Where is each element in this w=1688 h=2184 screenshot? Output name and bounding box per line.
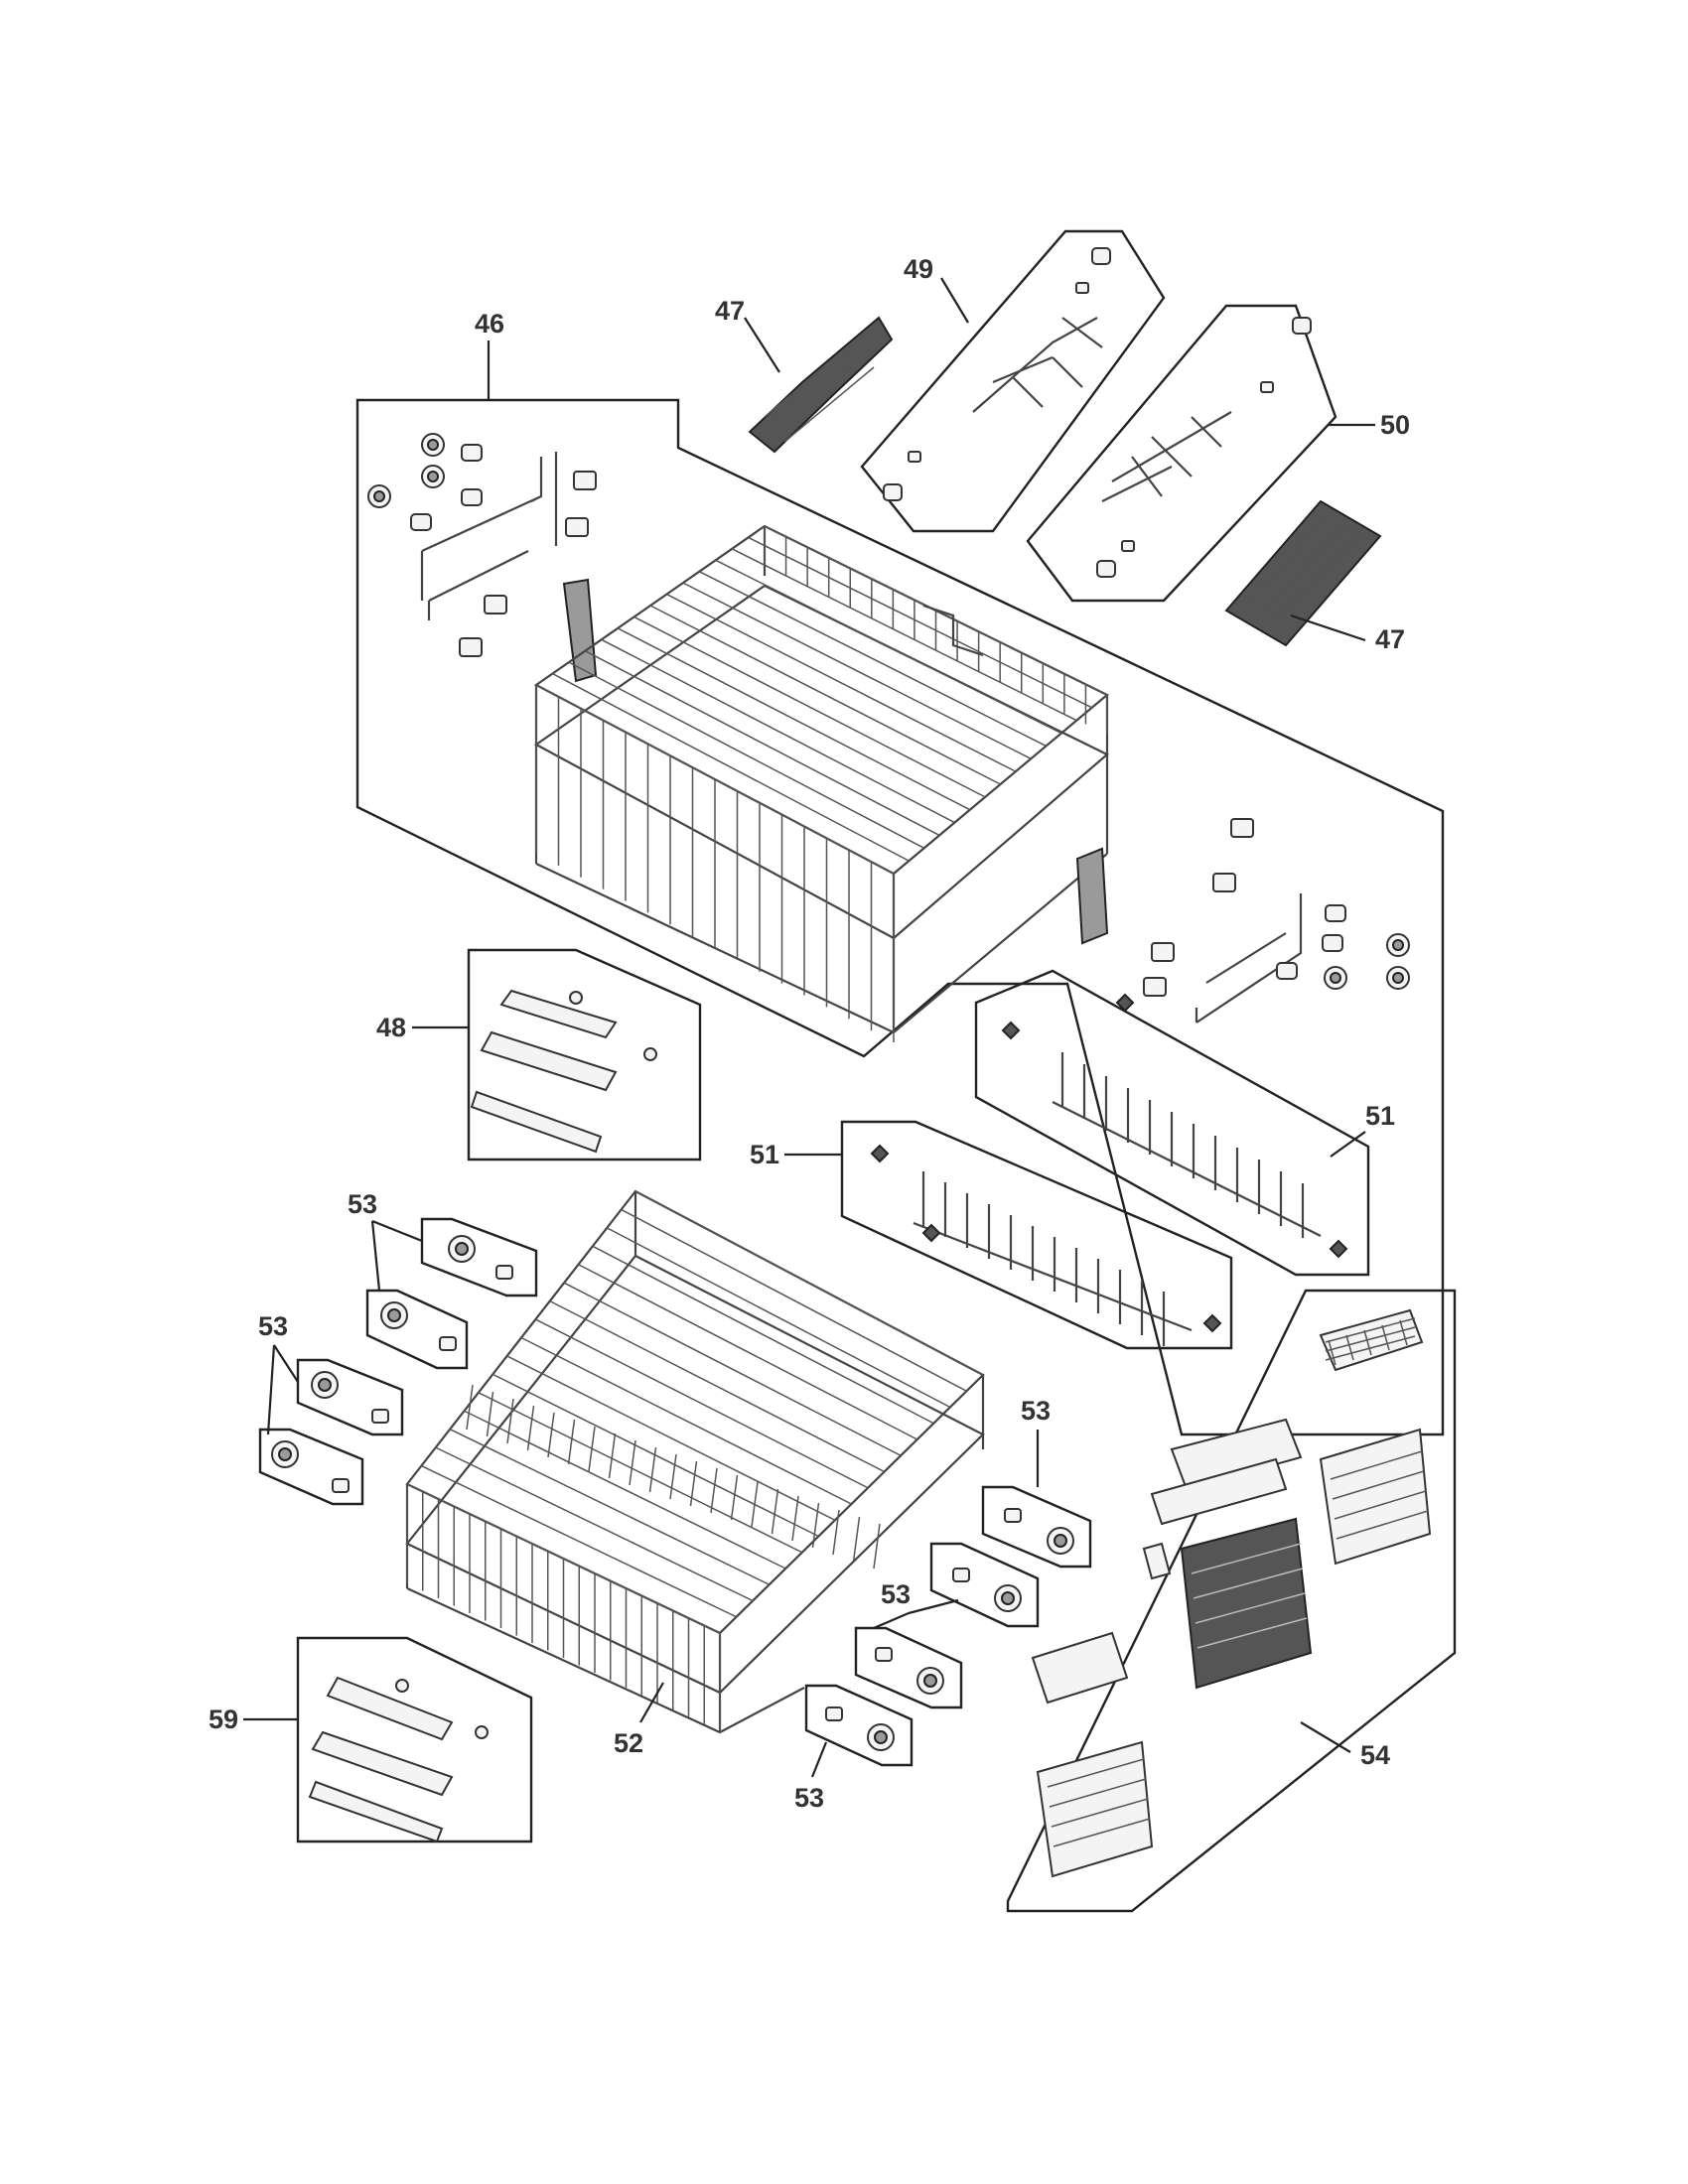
callout-53-upper-left: 53 — [348, 1189, 377, 1219]
wheel-panel-53-right-3 — [854, 1626, 963, 1709]
callout-47-upper: 47 — [715, 296, 745, 326]
callout-49: 49 — [904, 254, 933, 284]
wheel-panel-53-left-3 — [296, 1358, 404, 1436]
callout-46: 46 — [475, 309, 504, 339]
upper-rack-left-hardware — [367, 433, 598, 683]
callout-47-lower: 47 — [1375, 624, 1405, 654]
panel-50 — [1026, 304, 1337, 603]
callout-48: 48 — [376, 1013, 406, 1042]
tine-row-47-left — [748, 316, 894, 454]
panel-49 — [860, 229, 1166, 533]
callout-53-right-upper: 53 — [1021, 1396, 1051, 1426]
callout-51-upper: 51 — [1365, 1101, 1395, 1131]
callout-50: 50 — [1380, 410, 1410, 440]
callout-53-mid-left: 53 — [258, 1311, 288, 1341]
callout-52: 52 — [614, 1728, 643, 1758]
wheel-panel-53-left-2 — [365, 1289, 469, 1370]
panel-51-lower — [840, 1120, 1233, 1350]
callout-53-right-mid: 53 — [881, 1579, 911, 1609]
panel-59 — [296, 1636, 533, 1843]
wheel-panel-53-left-1 — [420, 1217, 538, 1297]
wheel-panel-53-left-4 — [258, 1428, 364, 1506]
lower-rack-basket — [405, 1189, 985, 1734]
upper-rack-basket — [533, 524, 1110, 1042]
cutlery-basket-panel-54 — [1006, 1289, 1457, 1913]
callout-53-right-lower: 53 — [794, 1783, 824, 1813]
tine-row-47-right — [1224, 499, 1382, 647]
callout-51-lower: 51 — [750, 1140, 779, 1169]
callout-59: 59 — [209, 1705, 238, 1734]
upper-rack-panel — [355, 398, 1445, 1436]
panel-48 — [467, 948, 702, 1161]
wheel-panel-53-right-1 — [981, 1485, 1092, 1569]
upper-rack-right-hardware — [1075, 818, 1410, 1024]
callout-54: 54 — [1360, 1740, 1390, 1770]
wheel-panel-53-right-4 — [804, 1684, 914, 1767]
panel-51-upper — [974, 969, 1370, 1277]
wheel-panel-53-right-2 — [929, 1542, 1040, 1628]
